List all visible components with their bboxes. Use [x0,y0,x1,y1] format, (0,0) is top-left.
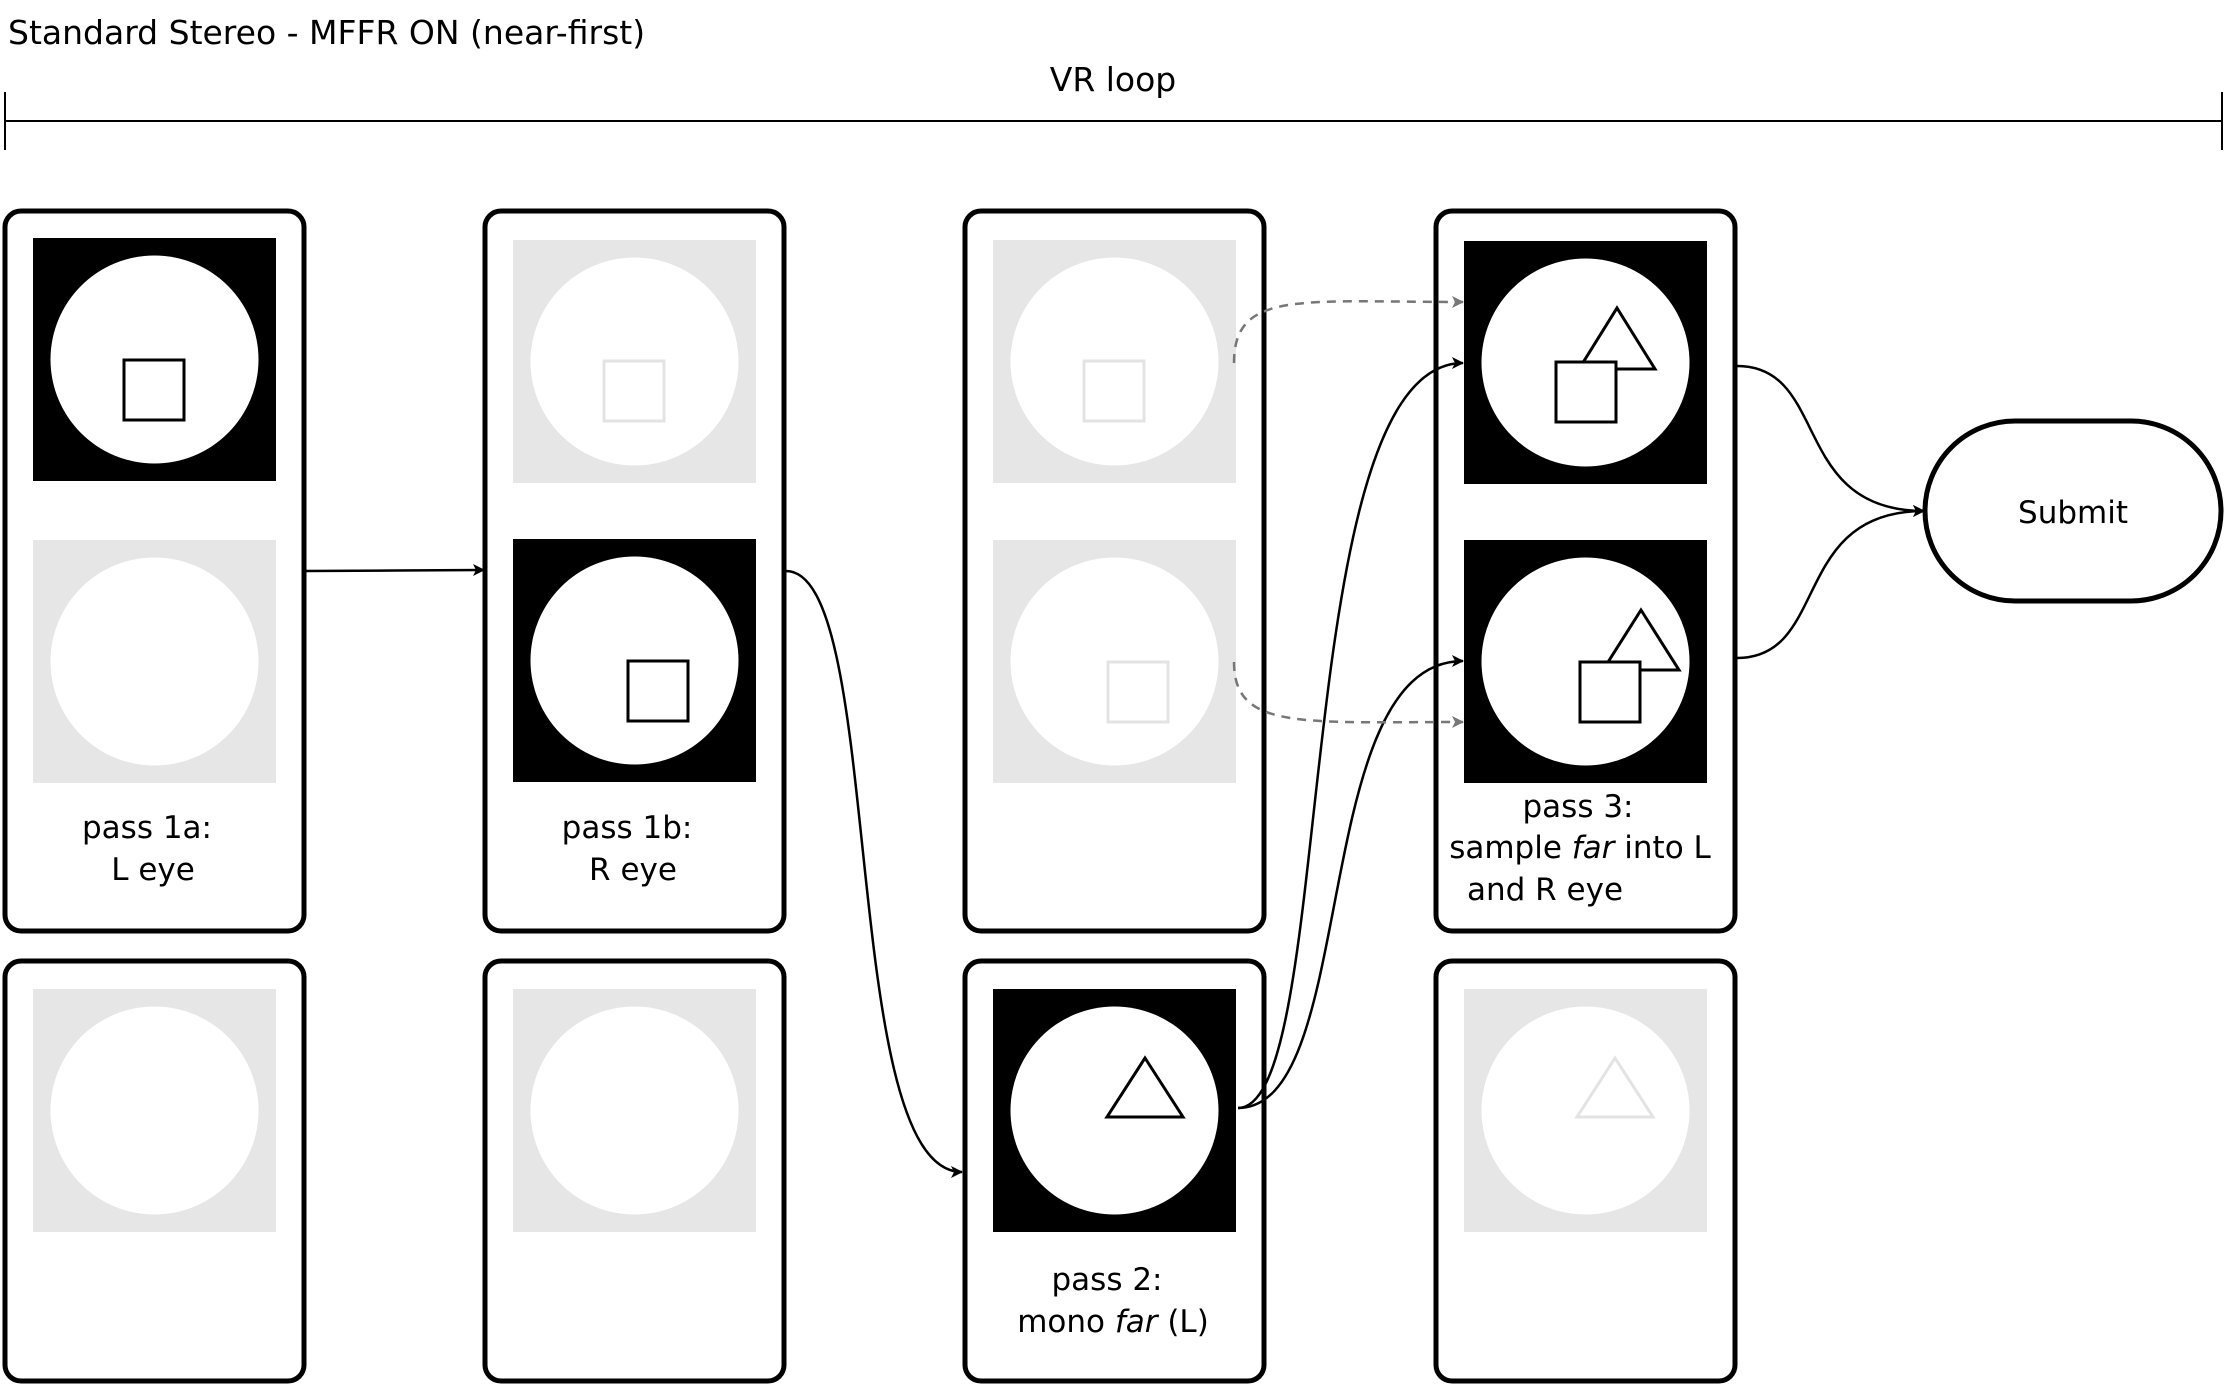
square-icon [122,358,186,422]
pass-1a-far-panel [2,958,307,1384]
triangle-icon [1574,1055,1656,1119]
pass-1a-panel [2,208,307,934]
submit-node: Submit [1922,418,2224,604]
pass-1b-far-image [513,989,756,1232]
pass-1a-label-line2: L eye [111,852,195,888]
pass-3-label-line3: and R eye [1467,872,1623,908]
square-icon [626,659,690,723]
pass-3-left-eye-image [1464,241,1707,484]
square-icon [1106,660,1170,724]
pass-3-far-panel [1433,958,1738,1384]
pass-3-right-eye-image [1464,540,1707,783]
pass-3-label-line1: pass 3: [1523,789,1634,825]
pass-1b-right-eye-image [513,539,756,782]
pass-2-mono-far-image [993,989,1236,1232]
pass-3-label-line2: sample far into L [1449,830,1711,866]
dashed-arrow-near-right-to-pass3 [1232,661,1464,729]
pass-1a-right-eye-image [33,540,276,783]
pass-3-panel [1433,208,1738,934]
submit-label: Submit [2018,495,2128,531]
square-icon [602,359,666,423]
vr-loop-timeline: VR loop [4,60,2223,150]
pass-2-right-eye-image [993,540,1236,783]
pass-1b-label-line2: R eye [589,852,677,888]
arrow-pass3-left-to-submit [1736,364,1925,517]
pass-1a-far-image [33,989,276,1232]
square-icon [1554,360,1618,424]
triangle-icon [1104,1055,1186,1119]
pass-2-panel [962,958,1267,1384]
arrow-pass1b-to-pass2 [785,569,963,1178]
arrow-pass2-to-pass3-left [1237,357,1464,1110]
square-icon [1578,660,1642,724]
pass-3-far-image [1464,989,1707,1232]
arrow-pass1a-to-pass1b [305,564,485,577]
arrow-pass2-to-pass3-right [1237,655,1464,1110]
pass-2-top-panel [962,208,1267,934]
pass-1a-left-eye-image [33,238,276,481]
square-icon [1082,359,1146,423]
vr-loop-label: VR loop [1050,60,1177,99]
pass-1b-far-panel [482,958,787,1384]
pass-1a-label-line1: pass 1a: [82,810,212,846]
pass-2-label-line2: mono far (L) [1017,1304,1209,1340]
pass-2-label-line1: pass 2: [1052,1262,1163,1298]
diagram-title: Standard Stereo - MFFR ON (near-first) [8,13,645,52]
pass-1b-left-eye-image [513,240,756,483]
pass-1b-label-line1: pass 1b: [562,810,693,846]
pass-1b-panel [482,208,787,934]
dashed-arrow-near-left-to-pass3 [1232,295,1464,364]
arrow-pass3-right-to-submit [1736,505,1925,660]
pass-2-left-eye-image [993,240,1236,483]
